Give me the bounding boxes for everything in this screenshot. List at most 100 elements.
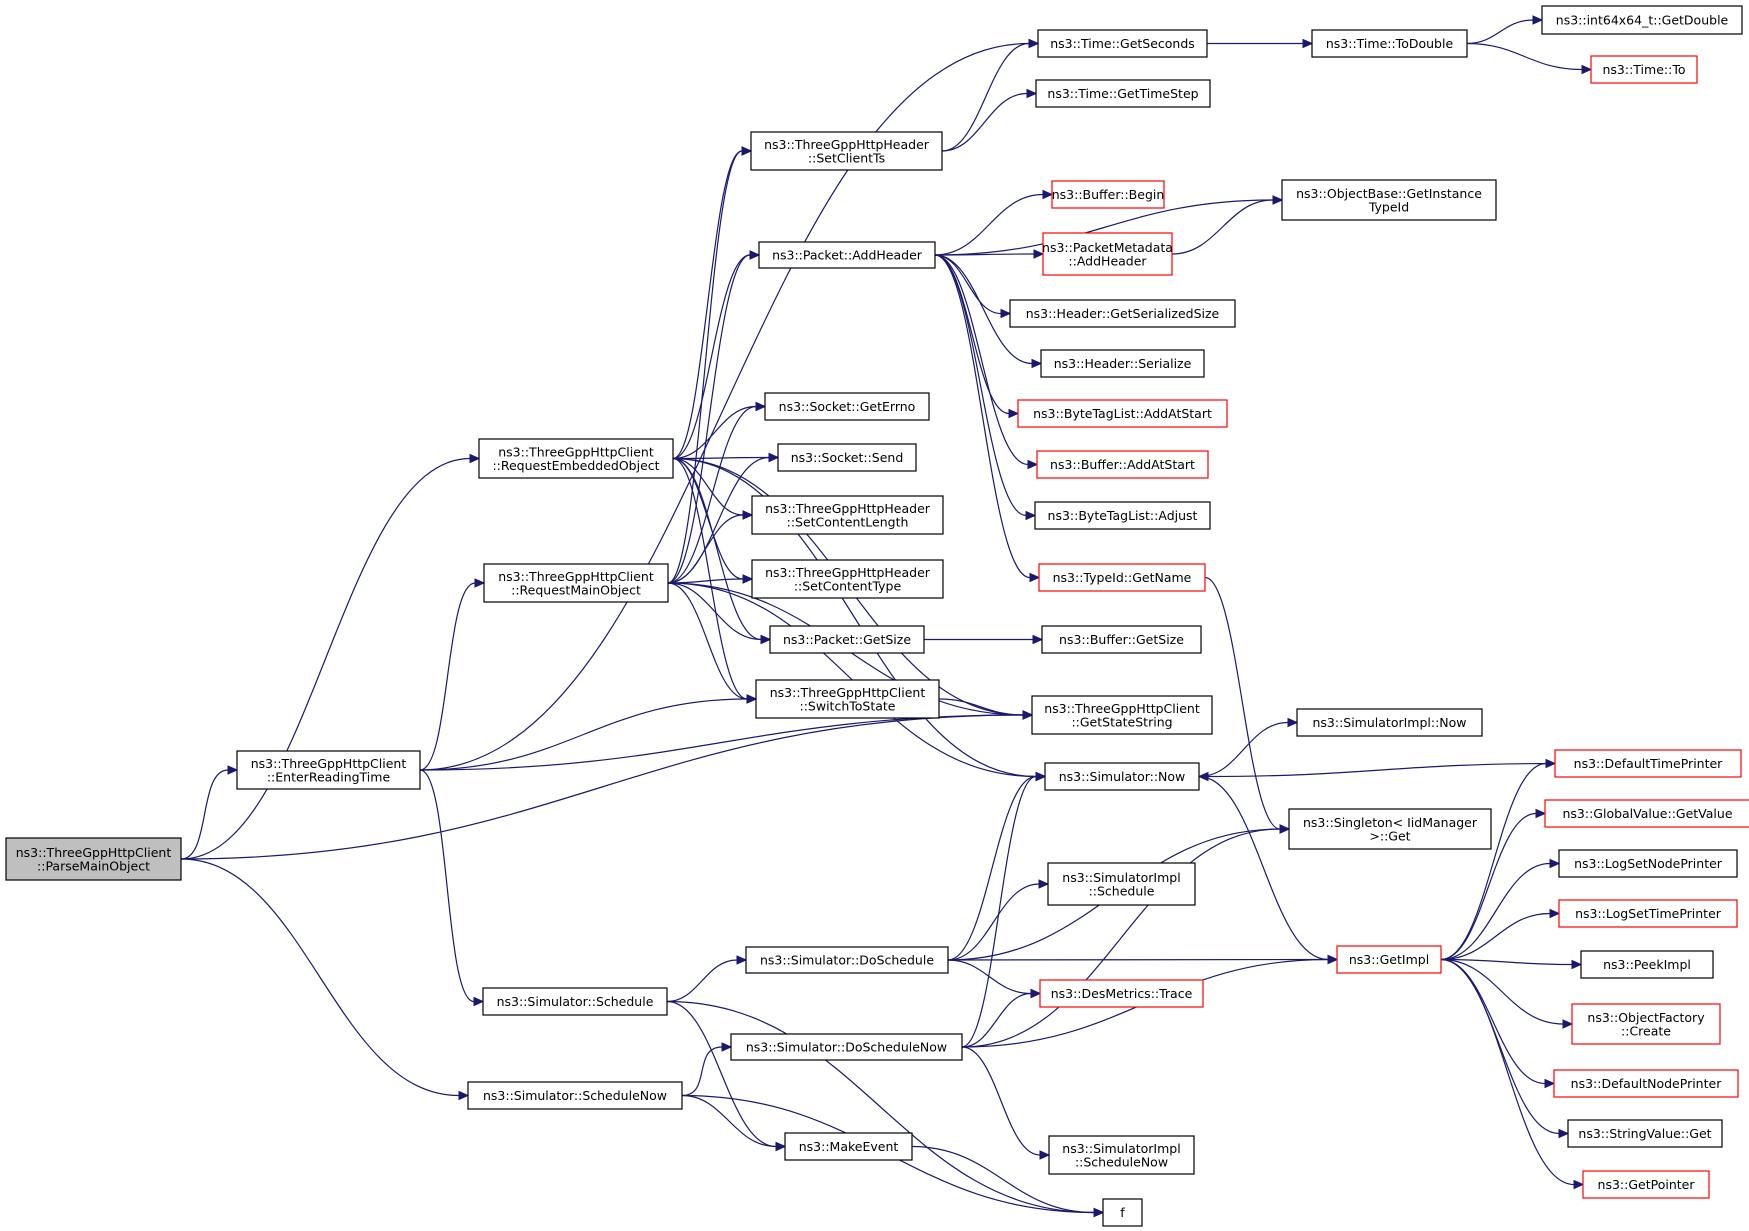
function-node-simNow[interactable]: ns3::Simulator::Now [1044,762,1200,791]
function-node-typeName[interactable]: ns3::TypeId::GetName [1038,563,1206,592]
call-edge-addHeader-to-bufAddStart [934,254,1039,470]
function-node-gvGetValue[interactable]: ns3::GlobalValue::GetValue [1544,799,1749,828]
function-node-pmAddHeader[interactable]: ns3::PacketMetadata::AddHeader [1042,232,1173,276]
function-label: ns3::SimulatorImpl [1062,870,1180,885]
function-node-pktSize[interactable]: ns3::Packet::GetSize [769,625,925,654]
function-label: ns3::DefaultNodePrinter [1571,1076,1723,1091]
function-node-enterRead[interactable]: ns3::ThreeGppHttpClient::EnterReadingTim… [236,750,421,790]
function-node-siSchedule[interactable]: ns3::SimulatorImpl::Schedule [1047,862,1196,906]
call-edge-doSchedule-to-desTrace [947,959,1042,999]
function-node-hdrSer[interactable]: ns3::Header::Serialize [1040,349,1205,378]
function-node-siNow[interactable]: ns3::SimulatorImpl::Now [1296,708,1483,737]
call-edge-reqMain-to-switchState [667,582,758,704]
function-label: ns3::Simulator::DoScheduleNow [746,1040,947,1055]
call-edges [180,15,1593,1218]
function-node-getSeconds[interactable]: ns3::Time::GetSeconds [1037,29,1208,58]
function-node-bufBegin[interactable]: ns3::Buffer::Begin [1051,180,1165,209]
function-node-defTimePr[interactable]: ns3::DefaultTimePrinter [1554,749,1742,778]
function-node-logNodePr[interactable]: ns3::LogSetNodePrinter [1558,849,1738,878]
function-node-toDouble[interactable]: ns3::Time::ToDouble [1311,29,1468,58]
call-edge-doSchedule-to-siSchedule [947,879,1050,961]
call-edge-reqEmb-to-setCLen [672,457,754,520]
function-label: ns3::Packet::AddHeader [772,248,923,263]
function-node-getDouble[interactable]: ns3::int64x64_t::GetDouble [1541,5,1743,35]
call-edge-getImpl-to-defNodePr [1440,958,1556,1089]
function-label: ns3::int64x64_t::GetDouble [1556,13,1729,28]
function-node-peekImpl[interactable]: ns3::PeekImpl [1580,950,1714,979]
call-edge-getImpl-to-getPointer [1440,958,1585,1190]
function-label: ns3::SimulatorImpl [1062,1141,1180,1156]
function-node-setClientTs[interactable]: ns3::ThreeGppHttpHeader::SetClientTs [750,131,943,171]
function-node-siSchedNow[interactable]: ns3::SimulatorImpl::ScheduleNow [1048,1135,1195,1175]
function-node-logTimePr[interactable]: ns3::LogSetTimePrinter [1558,899,1738,928]
function-node-doSchedule[interactable]: ns3::Simulator::DoSchedule [745,946,949,974]
call-edge-reqMain-to-setClientTs [667,146,753,584]
function-node-f[interactable]: f [1102,1198,1143,1227]
function-label: ns3::Buffer::Begin [1052,187,1165,202]
call-edge-getImpl-to-strValGet [1440,958,1570,1139]
call-edge-doSchedNow-to-desTrace [961,988,1042,1048]
call-edge-reqEmb-to-getErrno [672,401,767,460]
function-node-objFactory[interactable]: ns3::ObjectFactory::Create [1571,1003,1721,1045]
function-node-doSchedNow[interactable]: ns3::Simulator::DoScheduleNow [730,1033,963,1061]
function-label: ns3::Socket::GetErrno [779,399,916,414]
function-label: ns3::GetImpl [1349,952,1429,967]
function-label: ns3::ThreeGppHttpHeader [764,137,930,152]
function-node-reqMain[interactable]: ns3::ThreeGppHttpClient::RequestMainObje… [483,563,669,603]
function-node-parse[interactable]: ns3::ThreeGppHttpClient::ParseMainObject [5,837,182,881]
call-edge-parse-to-reqEmb [180,453,481,860]
function-label: ns3::ObjectFactory [1587,1010,1705,1025]
function-node-send[interactable]: ns3::Socket::Send [777,443,917,472]
function-node-strValGet[interactable]: ns3::StringValue::Get [1567,1119,1723,1148]
call-edge-enterRead-to-schedule [419,769,485,1007]
function-node-desTrace[interactable]: ns3::DesMetrics::Trace [1039,979,1204,1008]
function-label: ns3::Time::GetSeconds [1050,36,1195,51]
function-node-getState[interactable]: ns3::ThreeGppHttpClient::GetStateString [1031,695,1213,735]
function-label: ns3::ByteTagList::Adjust [1048,508,1198,523]
function-node-bufAddStart[interactable]: ns3::Buffer::AddAtStart [1036,450,1209,479]
call-edge-addHeader-to-hdrSer [934,254,1043,369]
call-edge-doSchedNow-to-siSchedNow [961,1046,1051,1160]
function-label: ns3::DesMetrics::Trace [1051,986,1193,1001]
call-edge-getImpl-to-logTimePr [1440,908,1561,961]
call-edge-schedNow-to-doSchedNow [681,1042,733,1097]
function-node-makeEvent[interactable]: ns3::MakeEvent [784,1132,913,1161]
call-edge-reqEmb-to-addHeader [672,250,761,460]
call-edge-getImpl-to-peekImpl [1440,958,1583,970]
function-node-timeTo[interactable]: ns3::Time::To [1590,55,1698,84]
call-edge-enterRead-to-getSeconds [419,38,1040,771]
function-label: ns3::Socket::Send [791,450,904,465]
function-node-hdrSerSize[interactable]: ns3::Header::GetSerializedSize [1009,299,1236,328]
function-node-schedule[interactable]: ns3::Simulator::Schedule [482,987,668,1016]
function-node-getErrno[interactable]: ns3::Socket::GetErrno [764,392,930,421]
function-node-bufSize[interactable]: ns3::Buffer::GetSize [1041,625,1202,654]
call-edge-typeName-to-singleton [1204,576,1291,834]
function-label: ns3::ThreeGppHttpClient [1044,701,1200,716]
function-node-setCLen[interactable]: ns3::ThreeGppHttpHeader::SetContentLengt… [751,495,944,535]
call-edge-reqMain-to-getErrno [667,401,767,584]
call-edge-schedNow-to-makeEvent [681,1094,787,1152]
function-node-setCType[interactable]: ns3::ThreeGppHttpHeader::SetContentType [751,559,944,599]
call-edge-getImpl-to-objFactory [1440,958,1574,1029]
function-label: ns3::ThreeGppHttpHeader [765,501,931,516]
function-node-reqEmb[interactable]: ns3::ThreeGppHttpClient::RequestEmbedded… [478,438,674,479]
call-edge-enterRead-to-reqMain [419,578,486,771]
function-node-addHeader[interactable]: ns3::Packet::AddHeader [758,241,936,269]
call-edge-getSeconds-to-toDouble [1207,38,1314,49]
function-label: ns3::Simulator::Now [1059,769,1186,784]
function-label: ns3::Time::ToDouble [1326,36,1454,51]
function-node-switchState[interactable]: ns3::ThreeGppHttpClient::SwitchToState [755,679,940,719]
function-node-btlAddStart[interactable]: ns3::ByteTagList::AddAtStart [1017,399,1228,428]
function-node-defNodePr[interactable]: ns3::DefaultNodePrinter [1553,1069,1739,1098]
function-node-getTimeStep[interactable]: ns3::Time::GetTimeStep [1035,79,1211,108]
function-label: ns3::Singleton< IidManager [1303,815,1478,830]
call-edge-pktSize-to-bufSize [924,634,1044,645]
function-node-getPointer[interactable]: ns3::GetPointer [1582,1170,1710,1199]
call-edge-getImpl-to-defTimePr [1440,758,1557,961]
function-node-btlAdjust[interactable]: ns3::ByteTagList::Adjust [1034,501,1211,530]
function-label: ns3::ObjectBase::GetInstance [1296,186,1482,201]
function-node-schedNow[interactable]: ns3::Simulator::ScheduleNow [467,1081,683,1110]
function-node-singleton[interactable]: ns3::Singleton< IidManager >::Get [1288,808,1492,850]
function-node-getImpl[interactable]: ns3::GetImpl [1336,945,1442,974]
